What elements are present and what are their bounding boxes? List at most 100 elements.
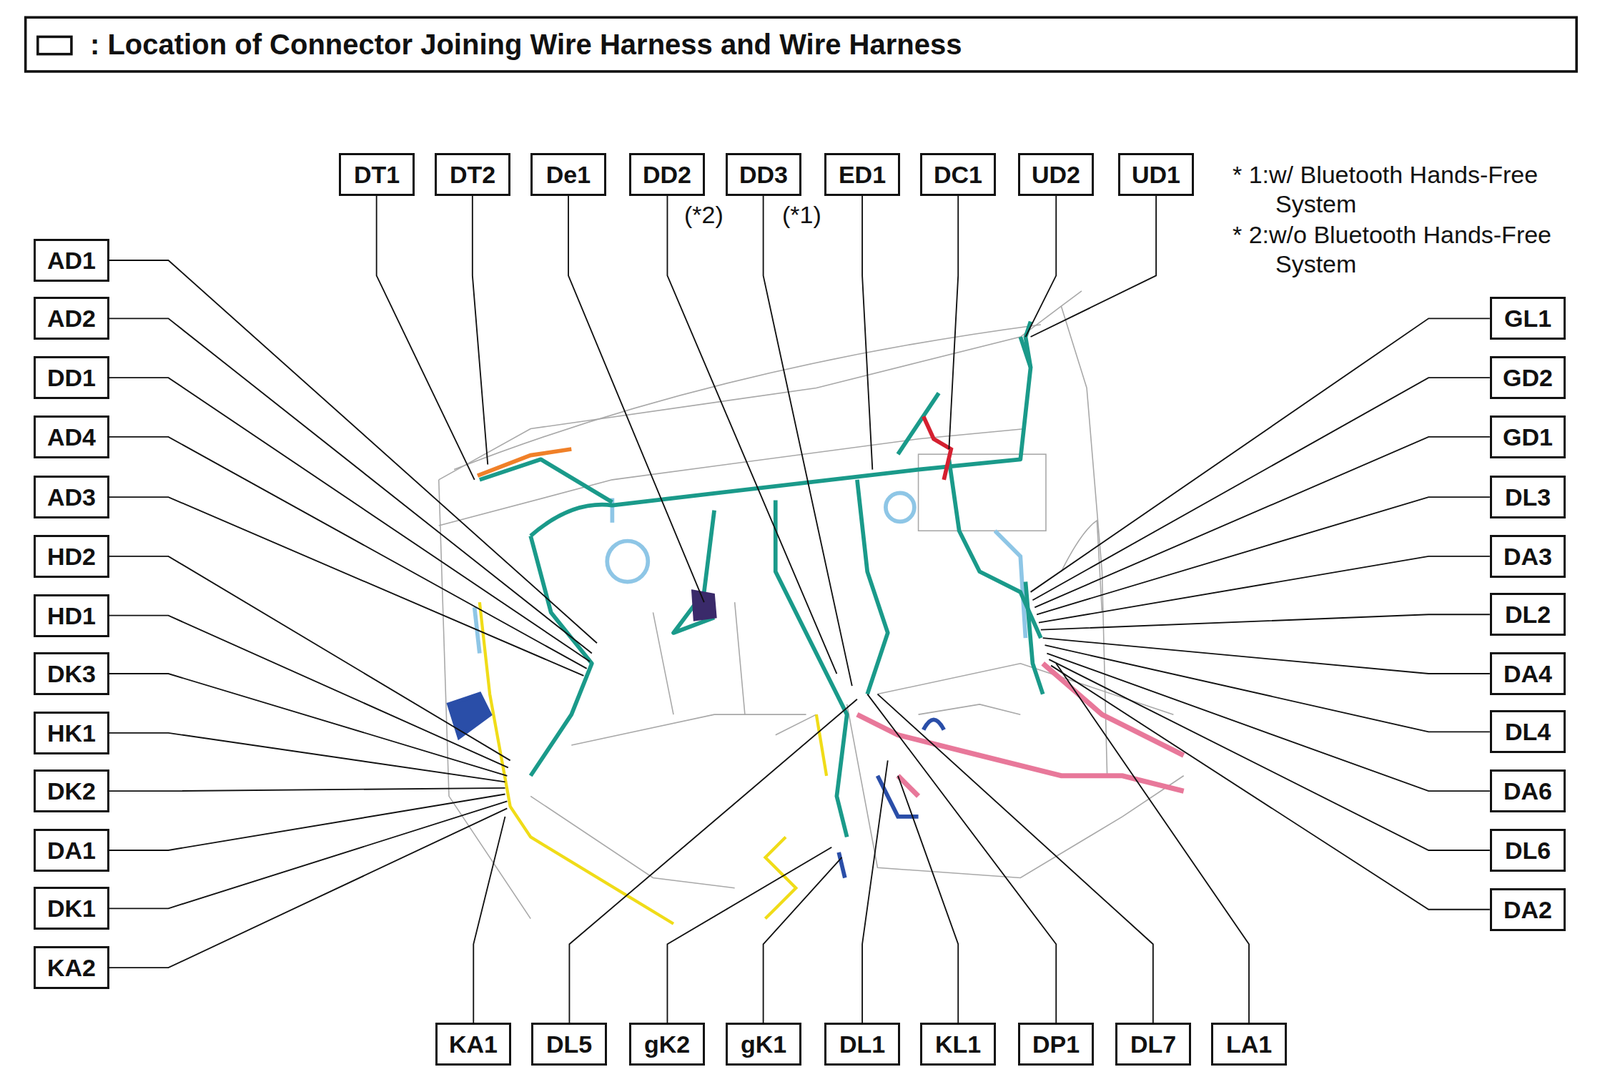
orange-harness bbox=[477, 448, 572, 476]
leader-line bbox=[109, 260, 597, 643]
connector-code: DA1 bbox=[47, 837, 96, 863]
connector-code-box: DL7 bbox=[1115, 1022, 1192, 1066]
leader-line bbox=[897, 775, 958, 1023]
connector-code: De1 bbox=[546, 162, 591, 187]
connector-code-box: DK1 bbox=[33, 886, 110, 930]
left-door-line bbox=[438, 479, 531, 919]
connector-code: HD1 bbox=[47, 603, 96, 628]
connector-code-box: DT1 bbox=[338, 152, 415, 196]
harness-branch bbox=[838, 852, 846, 878]
connector-code: DL5 bbox=[546, 1031, 592, 1056]
connector-code-box: HD2 bbox=[33, 534, 110, 578]
leader-line bbox=[109, 787, 506, 791]
connector-code-box: AD4 bbox=[33, 415, 110, 459]
connector-code: DA3 bbox=[1503, 544, 1553, 569]
leader-line bbox=[109, 496, 585, 676]
leader-line bbox=[109, 556, 511, 760]
footnote: * 2:w/o Bluetooth Hands-Free System bbox=[1232, 220, 1569, 280]
connector-code: AD1 bbox=[47, 248, 96, 273]
connector-code-box: DD3 bbox=[725, 152, 802, 196]
connector-code: GD1 bbox=[1502, 424, 1553, 449]
connector-code-box: DP1 bbox=[1018, 1022, 1094, 1066]
red-harness bbox=[923, 416, 952, 479]
page-title: : Location of Connector Joining Wire Har… bbox=[90, 30, 962, 59]
dash-top-line bbox=[438, 290, 1082, 480]
connector-code-box: DL4 bbox=[1489, 709, 1566, 753]
leader-line bbox=[1034, 436, 1490, 607]
connector-code: AD2 bbox=[47, 305, 96, 331]
leader-line bbox=[109, 800, 508, 908]
leader-line bbox=[1055, 663, 1249, 1023]
connector-code: DL7 bbox=[1130, 1031, 1177, 1056]
connector-code-box: DA2 bbox=[1489, 887, 1566, 931]
connector-code-box: GD2 bbox=[1489, 356, 1566, 399]
leader-line bbox=[862, 759, 888, 1023]
connector-code-box: DK3 bbox=[33, 652, 110, 695]
connector-code: DA6 bbox=[1503, 778, 1553, 803]
leader-line bbox=[109, 793, 506, 851]
connector-code-box: HK1 bbox=[33, 711, 110, 755]
title-frame bbox=[25, 17, 1577, 72]
leader-line bbox=[1043, 637, 1490, 674]
leader-line bbox=[763, 857, 843, 1023]
connector-code: AD3 bbox=[47, 484, 96, 510]
connector-code-box: gK1 bbox=[725, 1022, 802, 1066]
connector-code-box: DL2 bbox=[1489, 592, 1566, 636]
connector-code: DK1 bbox=[47, 895, 96, 921]
connector-code-box: DL6 bbox=[1489, 828, 1566, 872]
blue-harness bbox=[448, 694, 944, 878]
harness-branch bbox=[995, 530, 1026, 638]
leader-line bbox=[1050, 665, 1490, 910]
connector-code: gK2 bbox=[644, 1031, 690, 1056]
connector-symbol bbox=[37, 36, 72, 54]
connector-code-box: DK2 bbox=[33, 769, 110, 813]
connector-code-box: HD1 bbox=[33, 594, 110, 637]
yellow-harness bbox=[479, 601, 827, 924]
connector-code-box: DA1 bbox=[33, 828, 110, 872]
leader-line bbox=[667, 195, 837, 674]
leader-line bbox=[862, 195, 873, 470]
connector-code-box: LA1 bbox=[1211, 1022, 1287, 1066]
harness-branch bbox=[897, 393, 939, 455]
leader-line bbox=[1025, 195, 1056, 337]
connector-code-box: DL5 bbox=[531, 1022, 607, 1066]
connector-code-box: DC1 bbox=[920, 152, 996, 196]
connector-code-box: DT2 bbox=[434, 152, 511, 196]
main-harness bbox=[479, 321, 1044, 838]
harness-branch bbox=[530, 535, 592, 775]
connector-code: DD1 bbox=[47, 365, 96, 390]
connector-code-box: GD1 bbox=[1489, 415, 1566, 459]
connector-code-box: GL1 bbox=[1489, 296, 1566, 340]
connector-code-box: KL1 bbox=[920, 1022, 996, 1066]
connector-code-box: ED1 bbox=[824, 152, 901, 196]
connector-code-box: DL1 bbox=[824, 1022, 901, 1066]
leader-line bbox=[472, 195, 488, 464]
connector-code: GL1 bbox=[1504, 305, 1552, 331]
harness-clamp bbox=[885, 492, 915, 522]
pink-harness bbox=[857, 663, 1184, 797]
connector-code-box: KA2 bbox=[33, 945, 110, 989]
junction-block bbox=[692, 589, 717, 621]
connector-code: DK2 bbox=[47, 778, 96, 803]
connector-code: DT1 bbox=[353, 162, 400, 187]
harness-branch bbox=[877, 775, 918, 817]
leader-line bbox=[109, 673, 508, 776]
leader-line bbox=[1030, 318, 1490, 592]
connector-code: DC1 bbox=[933, 162, 983, 187]
connector-code: KA1 bbox=[448, 1031, 498, 1056]
connector-code: DA2 bbox=[1503, 897, 1553, 922]
leader-line bbox=[109, 732, 506, 783]
leader-line bbox=[1030, 195, 1157, 337]
leader-line bbox=[667, 847, 832, 1023]
leader-line bbox=[473, 816, 505, 1023]
floor-line bbox=[530, 795, 735, 888]
connector-code-box: DA3 bbox=[1489, 534, 1566, 578]
leader-line bbox=[569, 699, 857, 1023]
connector-code-box: AD2 bbox=[33, 296, 110, 340]
console-top bbox=[877, 663, 1174, 715]
connector-code-box: DD1 bbox=[33, 356, 110, 399]
connector-code: DK3 bbox=[47, 661, 96, 686]
leader-line bbox=[1036, 496, 1490, 615]
leader-line bbox=[568, 195, 705, 602]
leader-line bbox=[1032, 377, 1490, 600]
